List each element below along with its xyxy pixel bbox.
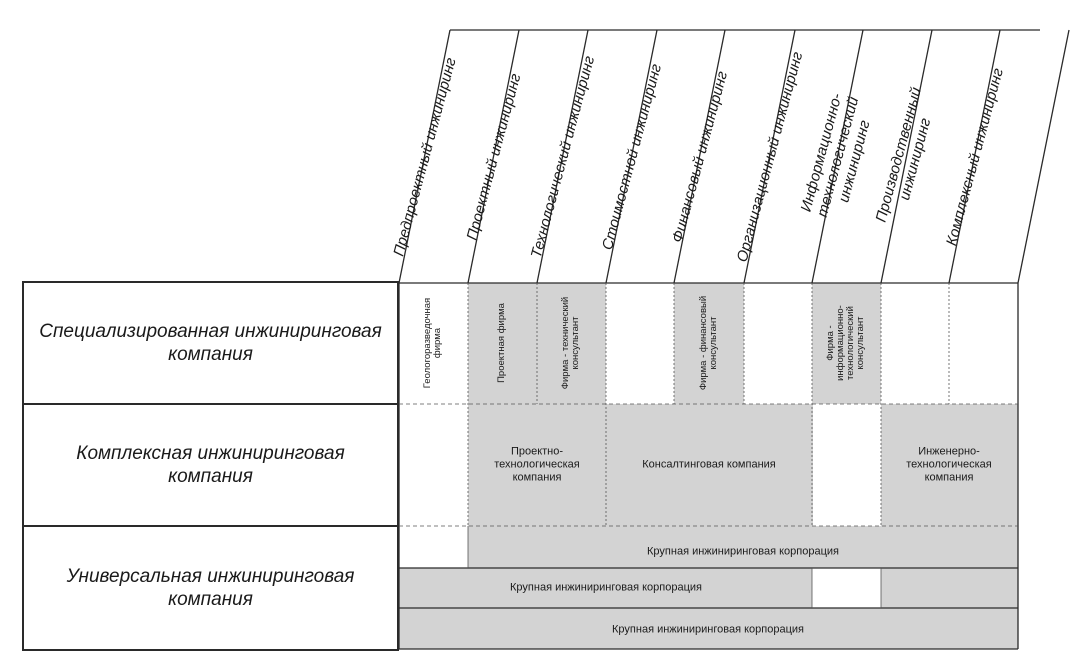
body-lines (398, 283, 1019, 650)
cell-large-corporation-3: Крупная инжиниринговая корпорация (612, 623, 804, 636)
row-header-universal: Универсальная инжиниринговая компания (22, 525, 399, 651)
cell-engineering-tech-company: Инженерно-технологическая компания (906, 445, 992, 484)
shade-row3-corp2 (399, 568, 812, 608)
cell-financial-consultant: Фирма - финансовый консультант (698, 295, 719, 391)
cell-consulting-company: Консалтинговая компания (642, 458, 776, 471)
row-header-complex-label: Комплексная инжиниринговая компания (76, 443, 345, 487)
cell-design-firm: Проектная фирма (496, 303, 507, 383)
cell-design-tech-company: Проектно-технологическая компания (494, 445, 580, 484)
shade-it-consultant (812, 283, 881, 404)
row-header-specialized-label: Специализированная инжиниринговая компан… (39, 321, 382, 365)
shade-row2-left (468, 404, 813, 526)
row-header-universal-label: Универсальная инжиниринговая компания (66, 566, 355, 610)
cell-large-corporation-2: Крупная инжиниринговая корпорация (510, 581, 702, 594)
cell-large-corporation-1: Крупная инжиниринговая корпорация (647, 545, 839, 558)
cell-technical-consultant: Фирма - технический консультант (560, 296, 581, 390)
row-header-specialized: Специализированная инжиниринговая компан… (22, 281, 399, 405)
row-header-complex: Комплексная инжиниринговая компания (22, 403, 399, 527)
shade-financial-consultant (674, 283, 744, 404)
shade-row3-corp2-right (881, 568, 1018, 608)
column-header-lines (398, 29, 1070, 284)
shade-row2-right (881, 404, 1018, 526)
cell-it-consultant: Фирма - информационно-технологический ко… (825, 305, 866, 381)
cell-geological-firm: Геологоразведочная фирма (422, 297, 443, 389)
cell-separators (399, 283, 1018, 608)
shade-row3-corp3 (399, 608, 1018, 649)
shaded-blocks (399, 283, 1018, 649)
shade-row3-corp1 (468, 526, 1018, 568)
